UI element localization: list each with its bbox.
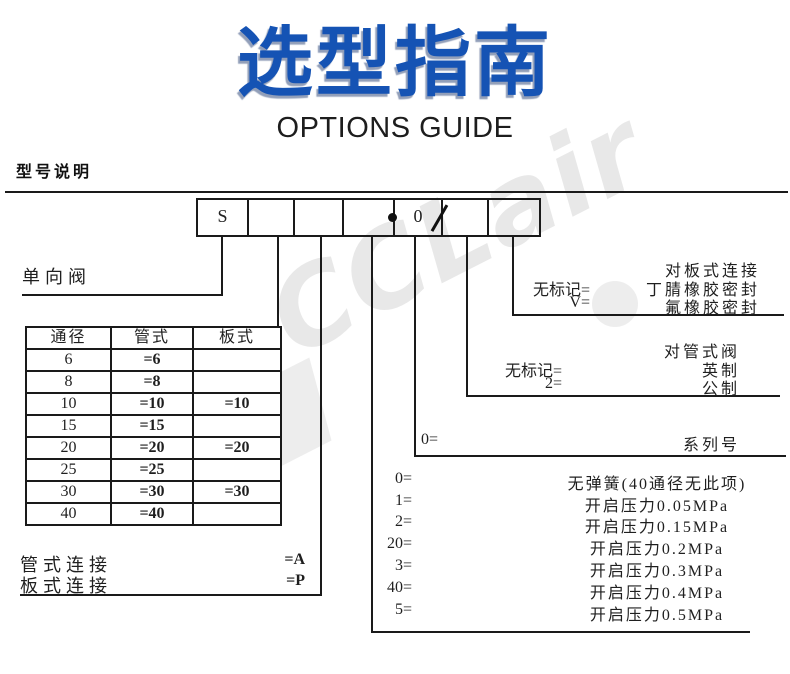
leader-check-valve-rule bbox=[22, 294, 223, 296]
connection-row-tube: 管式连接 =A bbox=[20, 551, 305, 577]
page-subtitle: OPTIONS GUIDE bbox=[276, 112, 514, 144]
tube-valve-title-row: 对管式阀 bbox=[560, 338, 740, 362]
plate-seal-option: 无标记= 丁腈橡胶密封 bbox=[532, 282, 760, 299]
plate-seal-title: 对板式连接 bbox=[664, 263, 760, 280]
leader-series bbox=[414, 237, 416, 457]
connection-row-plate: 板式连接 =P bbox=[20, 572, 305, 598]
series-key: 0= bbox=[421, 431, 439, 448]
table-row: 10=10=10 bbox=[25, 392, 282, 416]
table-header-row: 通径 管式 板式 bbox=[25, 326, 282, 350]
box-divider bbox=[247, 200, 249, 235]
leader-plate-seal bbox=[512, 237, 514, 316]
code-cell-series: 0 bbox=[413, 206, 423, 226]
box-divider bbox=[342, 200, 344, 235]
leader-plate-seal-rule bbox=[512, 314, 784, 316]
leader-bore-table bbox=[277, 237, 279, 327]
leader-spring-rule bbox=[371, 631, 750, 633]
table-row: 6=6 bbox=[25, 348, 282, 372]
tube-valve-title: 对管式阀 bbox=[663, 344, 740, 361]
table-row: 15=15 bbox=[25, 414, 282, 438]
table-row: 8=8 bbox=[25, 370, 282, 394]
table-row: 40=40 bbox=[25, 502, 282, 526]
col-header-plate: 板式 bbox=[192, 326, 282, 350]
leader-connection-rule bbox=[20, 594, 322, 596]
box-divider bbox=[487, 200, 489, 235]
plate-seal-option: V= 氟橡胶密封 bbox=[569, 294, 760, 317]
model-code-boxes: S 0 bbox=[196, 198, 541, 237]
box-divider bbox=[441, 200, 443, 235]
spring-option: 1= 开启压力0.05MPa bbox=[394, 492, 730, 515]
connection-label: 管式连接 bbox=[20, 555, 112, 575]
dot-separator-icon bbox=[388, 213, 397, 222]
leader-tube-valve bbox=[466, 237, 468, 397]
leader-series-rule bbox=[414, 455, 786, 457]
series-label-row: 系列号 bbox=[600, 431, 740, 455]
leader-tube-valve-rule bbox=[466, 395, 780, 397]
section-heading: 型号说明 bbox=[16, 164, 93, 181]
col-header-tube: 管式 bbox=[110, 326, 194, 350]
connection-code: =P bbox=[286, 572, 305, 589]
leader-connection bbox=[320, 237, 322, 596]
page-title: 选型指南 bbox=[237, 21, 553, 106]
check-valve-label: 单向阀 bbox=[22, 267, 91, 287]
leader-check-valve bbox=[221, 237, 223, 295]
spring-option: 2= 开启压力0.15MPa bbox=[394, 513, 730, 536]
spring-option: 20= 开启压力0.2MPa bbox=[386, 535, 725, 558]
tube-valve-option: 2= 公制 bbox=[544, 375, 740, 398]
series-label: 系列号 bbox=[682, 437, 740, 454]
spring-option: 40= 开启压力0.4MPa bbox=[386, 579, 725, 602]
table-row: 20=20=20 bbox=[25, 436, 282, 460]
box-divider bbox=[293, 200, 295, 235]
spring-option: 0= 无弹簧(40通径无此项) bbox=[394, 470, 747, 493]
connection-code: =A bbox=[284, 551, 305, 568]
spring-option: 3= 开启压力0.3MPa bbox=[394, 557, 725, 580]
spring-option: 5= 开启压力0.5MPa bbox=[394, 601, 725, 624]
col-header-bore: 通径 bbox=[25, 326, 112, 350]
table-row: 25=25 bbox=[25, 458, 282, 482]
leader-spring bbox=[371, 237, 373, 633]
plate-seal-title-row: 对板式连接 bbox=[590, 257, 760, 281]
section-rule bbox=[5, 191, 788, 193]
table-row: 30=30=30 bbox=[25, 480, 282, 504]
tube-valve-option: 无标记= 英制 bbox=[504, 363, 740, 380]
code-cell-prefix: S bbox=[217, 206, 228, 226]
connection-label: 板式连接 bbox=[20, 576, 112, 596]
bore-size-table: 通径 管式 板式 6=6 8=8 10=10=10 15=15 20=20=20… bbox=[25, 326, 282, 526]
